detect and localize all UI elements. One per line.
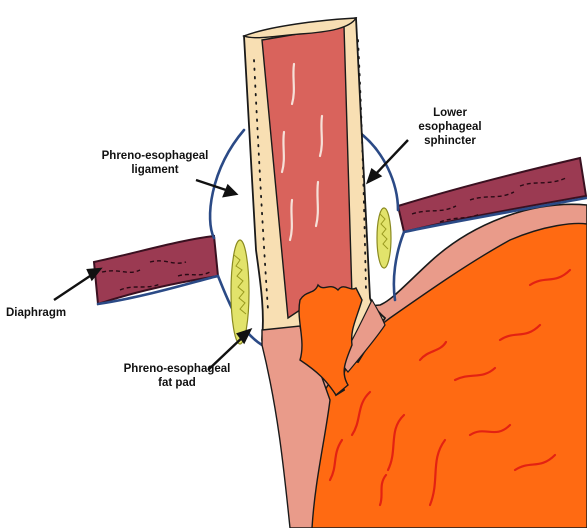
left-diaphragm [94, 236, 218, 304]
phreno-esophageal-ligament-label: Phreno-esophageal ligament [90, 149, 220, 177]
phreno-esophageal-fat-pad-label: Phreno-esophageal fat pad [112, 362, 242, 390]
lower-esophageal-sphincter-label: Lower esophageal sphincter [400, 106, 500, 148]
diaphragm-label: Diaphragm [6, 306, 66, 320]
